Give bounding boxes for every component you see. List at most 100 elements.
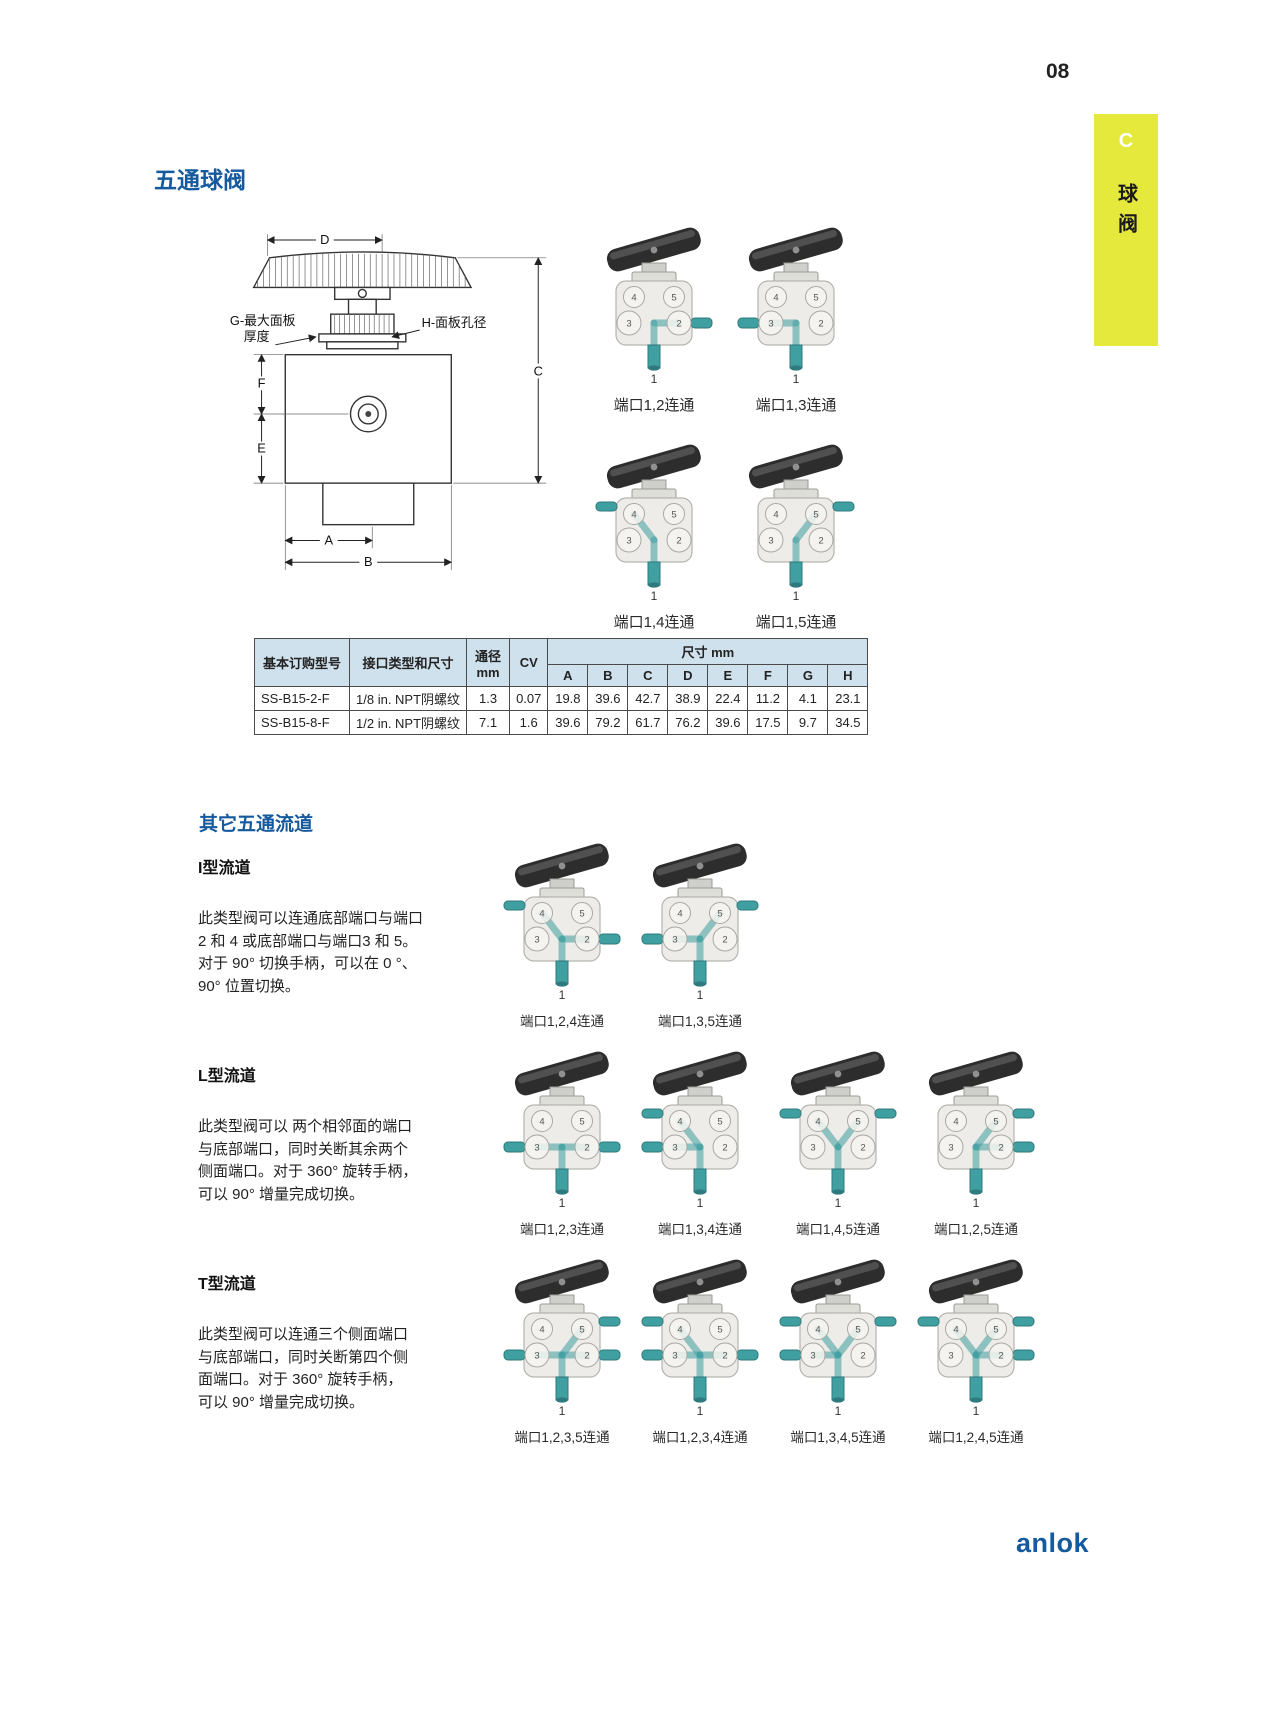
valve-figure: 4 5 3 2 1 端口1,3,4,5连通 xyxy=(774,1254,902,1446)
valve-caption: 端口1,2,3,4连通 xyxy=(652,1430,748,1445)
svg-text:E: E xyxy=(257,441,266,456)
svg-text:5: 5 xyxy=(671,510,676,521)
five-way-valve-icon: 4 5 3 2 1 xyxy=(779,1259,897,1418)
section-heading-other-flows: 其它五通流道 xyxy=(199,813,314,835)
col-header-bore-line2: mm xyxy=(476,664,500,680)
side-tab: C 球阀 xyxy=(1094,114,1158,346)
tab-label: 球阀 xyxy=(1114,183,1137,243)
svg-text:4: 4 xyxy=(631,510,636,521)
col-header-dimensions: 尺寸 mm xyxy=(547,638,869,665)
svg-text:3: 3 xyxy=(948,1351,953,1362)
table-cell: 22.4 xyxy=(707,686,749,711)
flow-type-description: 此类型阀可以连通三个侧面端口 与底部端口，同时关断第四个侧 面端口。对于 360… xyxy=(198,1326,409,1411)
svg-text:3: 3 xyxy=(672,1143,677,1154)
svg-text:2: 2 xyxy=(584,1143,589,1154)
table-cell: 39.6 xyxy=(547,710,589,735)
dim-letter-header: D xyxy=(667,664,709,687)
svg-text:3: 3 xyxy=(534,935,539,946)
table-cell: 76.2 xyxy=(667,710,709,735)
page-number: 08 xyxy=(1046,60,1070,83)
brand-logo: anlok xyxy=(1016,1528,1090,1558)
svg-text:3: 3 xyxy=(948,1143,953,1154)
svg-text:5: 5 xyxy=(579,909,584,920)
table-cell: 1/2 in. NPT阴螺纹 xyxy=(349,710,468,735)
svg-text:3: 3 xyxy=(768,536,773,547)
svg-text:2: 2 xyxy=(998,1351,1003,1362)
dim-letter-header: A xyxy=(547,664,589,687)
svg-text:5: 5 xyxy=(993,1325,998,1336)
svg-text:4: 4 xyxy=(677,1325,682,1336)
svg-text:1: 1 xyxy=(697,1196,704,1210)
svg-text:4: 4 xyxy=(539,1325,544,1336)
dim-letter-header: H xyxy=(827,664,869,687)
flow-type-description: 此类型阀可以连通底部端口与端口 2 和 4 或底部端口与端口3 和 5。 对于 … xyxy=(198,910,424,995)
svg-text:3: 3 xyxy=(810,1351,815,1362)
svg-text:5: 5 xyxy=(717,1325,722,1336)
svg-text:2: 2 xyxy=(584,1351,589,1362)
svg-text:1: 1 xyxy=(835,1404,842,1418)
svg-text:4: 4 xyxy=(539,1117,544,1128)
table-cell: 0.07 xyxy=(509,686,549,711)
table-cell: 1.3 xyxy=(466,686,511,711)
svg-text:4: 4 xyxy=(815,1325,820,1336)
svg-text:2: 2 xyxy=(676,319,681,330)
svg-text:5: 5 xyxy=(855,1325,860,1336)
svg-text:2: 2 xyxy=(860,1351,865,1362)
svg-text:4: 4 xyxy=(953,1117,958,1128)
svg-text:4: 4 xyxy=(953,1325,958,1336)
valve-caption: 端口1,2,4,5连通 xyxy=(928,1430,1024,1445)
svg-text:3: 3 xyxy=(672,1351,677,1362)
svg-text:A: A xyxy=(324,532,333,547)
table-cell: 38.9 xyxy=(667,686,709,711)
dim-letter-header: B xyxy=(587,664,629,687)
svg-text:2: 2 xyxy=(998,1143,1003,1154)
flow-group: L型流道此类型阀可以 两个相邻面的端口 与底部端口，同时关断其余两个 侧面端口。… xyxy=(198,1046,1248,1238)
table-cell: 1/8 in. NPT阴螺纹 xyxy=(349,686,468,711)
svg-text:5: 5 xyxy=(717,909,722,920)
flow-type-heading: T型流道 xyxy=(198,1276,256,1293)
svg-text:1: 1 xyxy=(793,589,800,603)
table-cell: 19.8 xyxy=(547,686,589,711)
dim-letter-header: G xyxy=(787,664,829,687)
svg-text:C: C xyxy=(534,363,543,378)
svg-text:5: 5 xyxy=(993,1117,998,1128)
valve-caption: 端口1,3连通 xyxy=(755,397,837,414)
svg-text:2: 2 xyxy=(676,536,681,547)
table-cell: 39.6 xyxy=(707,710,749,735)
svg-text:5: 5 xyxy=(671,293,676,304)
table-cell: 7.1 xyxy=(466,710,511,735)
col-header-model: 基本订购型号 xyxy=(253,638,351,687)
table-cell: SS-B15-2-F xyxy=(253,686,351,711)
table-cell: 61.7 xyxy=(627,710,669,735)
svg-text:4: 4 xyxy=(773,510,778,521)
svg-text:H-面板孔径: H-面板孔径 xyxy=(422,315,487,330)
tab-letter: C xyxy=(1118,130,1134,152)
valve-caption: 端口1,2,3,5连通 xyxy=(514,1430,610,1445)
page-title: 五通球阀 xyxy=(154,167,246,194)
valve-caption: 端口1,3,4,5连通 xyxy=(790,1430,886,1445)
svg-text:5: 5 xyxy=(855,1117,860,1128)
table-cell: 39.6 xyxy=(587,686,629,711)
svg-text:G-最大面板: G-最大面板 xyxy=(230,313,296,328)
svg-text:4: 4 xyxy=(773,293,778,304)
svg-text:4: 4 xyxy=(815,1117,820,1128)
dim-letter-header: E xyxy=(707,664,749,687)
table-cell: 34.5 xyxy=(827,710,869,735)
